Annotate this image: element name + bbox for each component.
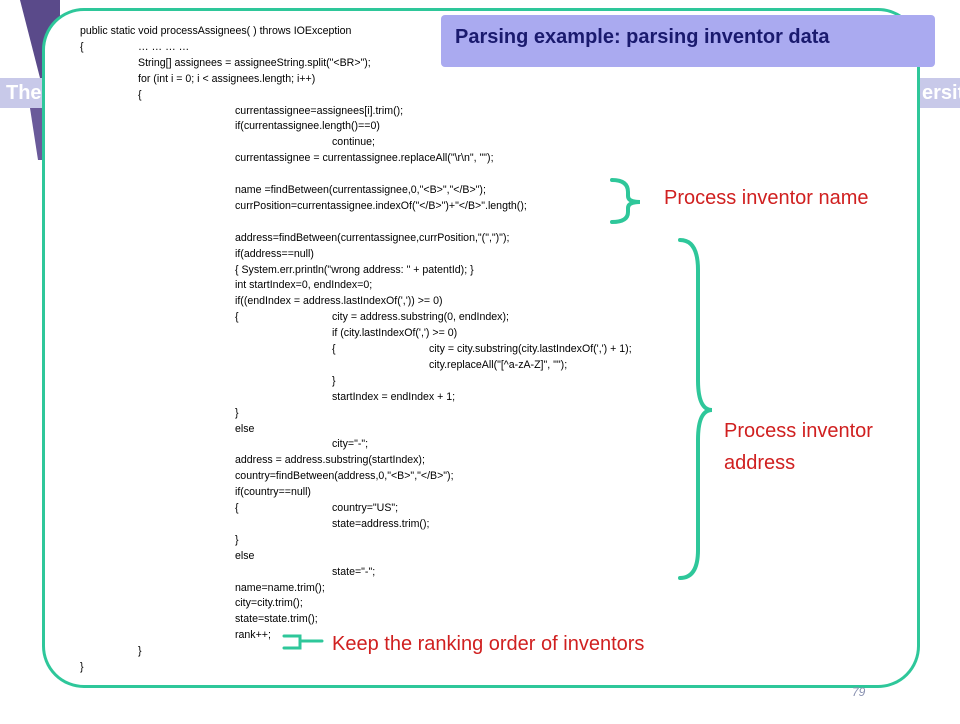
- code-line: continue;: [332, 136, 375, 149]
- code-line: }: [235, 533, 239, 546]
- code-line: address = address.substring(startIndex);: [235, 454, 425, 467]
- code-line: else: [235, 549, 255, 562]
- rank-bracket-icon: [282, 634, 324, 650]
- code-line: }: [332, 374, 336, 387]
- code-line: startIndex = endIndex + 1;: [332, 390, 456, 403]
- code-line: rank++;: [235, 629, 271, 642]
- annotation-process-address-line1: Process inventor: [724, 420, 873, 442]
- background-left-text: The: [6, 82, 42, 104]
- code-line: currentassignee = currentassignee.replac…: [235, 152, 494, 165]
- code-line: currPosition=currentassignee.indexOf("</…: [235, 199, 527, 212]
- code-line: city = city.substring(city.lastIndexOf('…: [429, 343, 632, 355]
- page-number: 79: [852, 685, 866, 699]
- code-line: city=city.trim();: [235, 597, 303, 610]
- code-line: currentassignee=assignees[i].trim();: [235, 104, 404, 117]
- code-line: name =findBetween(currentassignee,0,"<B>…: [235, 184, 486, 196]
- annotation-process-address-line2: address: [724, 452, 796, 474]
- code-line: }: [138, 645, 142, 658]
- code-line: }: [235, 406, 239, 419]
- code-line: city.replaceAll("[^a-zA-Z]", "");: [429, 358, 568, 371]
- slide-frame: [42, 8, 920, 688]
- code-line: for (int i = 0; i < assignees.length; i+…: [138, 72, 316, 85]
- code-line: {: [235, 502, 239, 514]
- code-line: if(currentassignee.length()==0): [235, 120, 380, 133]
- code-line: state=state.trim();: [235, 613, 318, 626]
- code-line: public static void processAssignees( ) t…: [80, 25, 352, 37]
- code-line: { System.err.println("wrong address: " +…: [235, 263, 474, 276]
- code-line: address=findBetween(currentassignee,curr…: [235, 231, 510, 244]
- code-line: {: [80, 40, 84, 53]
- code-line: country="US";: [332, 502, 399, 514]
- code-line: {: [235, 311, 239, 324]
- background-right-text: ersity: [922, 82, 960, 104]
- annotation-process-name: Process inventor name: [664, 187, 869, 209]
- code-block: public static void processAssignees( ) t…: [80, 24, 632, 724]
- code-line: {: [138, 88, 142, 101]
- slide-title: Parsing example: parsing inventor data: [455, 26, 830, 48]
- code-line: if(address==null): [235, 247, 314, 260]
- address-brace-icon: [678, 238, 713, 580]
- code-line: if (city.lastIndexOf(',') >= 0): [332, 327, 458, 340]
- code-ellipsis: … … … …: [138, 40, 190, 53]
- code-line: else: [235, 422, 255, 435]
- code-line: String[] assignees = assigneeString.spli…: [138, 56, 371, 69]
- name-brace-icon: [610, 178, 641, 224]
- code-line: if((endIndex = address.lastIndexOf(','))…: [235, 295, 443, 308]
- code-line: {: [332, 343, 336, 355]
- code-line: }: [80, 661, 84, 673]
- code-line: if(country==null): [235, 486, 311, 499]
- code-line: int startIndex=0, endIndex=0;: [235, 279, 373, 292]
- code-line: state="-";: [332, 565, 376, 578]
- code-line: state=address.trim();: [332, 517, 430, 530]
- annotation-rank: Keep the ranking order of inventors: [332, 633, 645, 655]
- code-line: name=name.trim();: [235, 581, 325, 594]
- title-box: [441, 15, 935, 67]
- code-line: city="-";: [332, 438, 369, 451]
- code-line: city = address.substring(0, endIndex);: [332, 311, 509, 324]
- code-line: country=findBetween(address,0,"<B>","</B…: [235, 470, 454, 483]
